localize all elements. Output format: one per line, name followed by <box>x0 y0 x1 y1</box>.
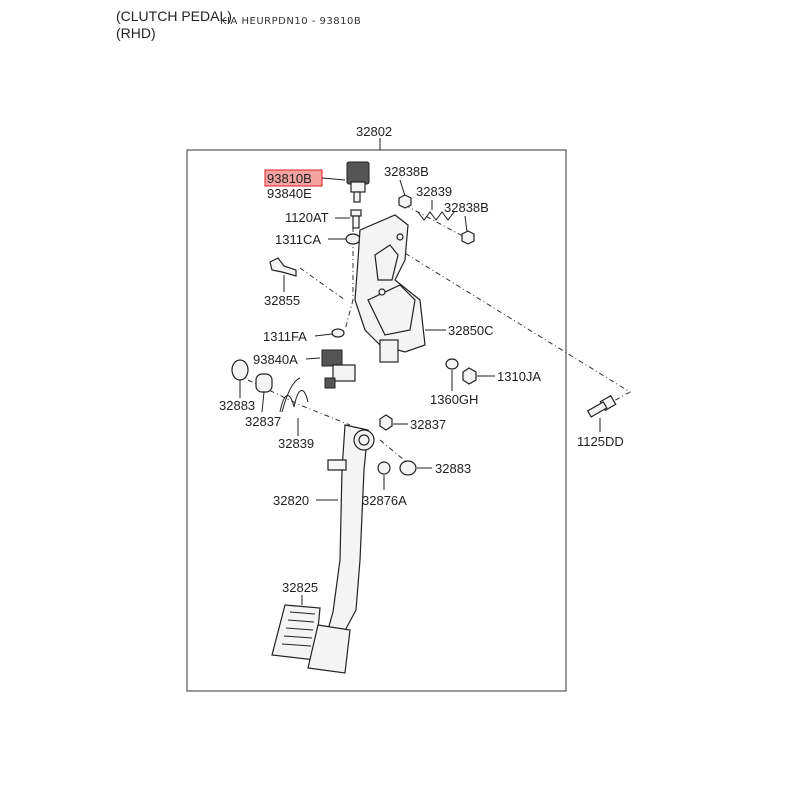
label-93840E: 93840E <box>267 186 312 201</box>
label-32883-left: 32883 <box>219 398 255 413</box>
label-32820: 32820 <box>273 493 309 508</box>
label-1120AT: 1120AT <box>285 210 329 225</box>
switch-93840A <box>321 349 356 389</box>
leader-32855-axis <box>299 267 346 301</box>
spring-32839-top <box>417 211 455 221</box>
label-1310JA: 1310JA <box>497 369 541 384</box>
clutch-switch-part <box>346 161 370 203</box>
label-93840A: 93840A <box>253 352 298 367</box>
leader-32837-left <box>261 391 265 413</box>
label-32837-left: 32837 <box>245 414 281 429</box>
label-32837-right: 32837 <box>410 417 446 432</box>
leader-1311FA <box>314 333 333 337</box>
assembly-frame <box>186 149 567 692</box>
bushing-32883-left <box>231 359 249 381</box>
label-32883-right: 32883 <box>435 461 471 476</box>
leader-93840A <box>305 357 321 360</box>
label-32838B-b: 32838B <box>444 200 489 215</box>
label-1125DD: 1125DD <box>577 434 624 449</box>
label-32825: 32825 <box>282 580 318 595</box>
bushing-32883-right <box>399 460 417 476</box>
bolt-1125DD <box>586 394 617 418</box>
label-32876A: 32876A <box>362 493 407 508</box>
washer-1360GH <box>445 358 459 370</box>
label-1311FA: 1311FA <box>263 329 307 344</box>
leader-1125DD-axis <box>394 246 631 403</box>
nut-32838B-a <box>398 194 412 209</box>
label-1311CA: 1311CA <box>275 232 321 247</box>
leader-32883-axis <box>379 439 411 466</box>
label-32839-bottom: 32839 <box>278 436 314 451</box>
label-1360GH: 1360GH <box>430 392 478 407</box>
header-subtitle: (RHD) <box>116 25 156 41</box>
label-32855: 32855 <box>264 293 300 308</box>
washer-1311CA <box>345 233 361 245</box>
label-32838B-a: 32838B <box>384 164 429 179</box>
nut-1310JA <box>462 367 477 385</box>
label-32850C: 32850C <box>448 323 494 338</box>
header-title: (CLUTCH PEDAL) <box>116 8 232 24</box>
label-32839-top: 32839 <box>416 184 452 199</box>
leader-spring-axis <box>404 204 471 241</box>
washer-1311FA <box>331 328 345 338</box>
leader-32838B-b <box>464 215 468 233</box>
bolt-1120AT <box>350 209 362 229</box>
pedal-pad-32825 <box>271 604 351 674</box>
leader-93810B <box>321 177 346 181</box>
leader-switch-axis <box>344 215 354 331</box>
pedal-bracket-32850C <box>354 214 426 363</box>
nut-32837-right <box>379 414 393 431</box>
stopper-32876A <box>377 461 391 475</box>
label-32802: 32802 <box>356 124 392 139</box>
source-caption: KIA HEURPDN10 - 93810B <box>220 16 362 27</box>
pin-32855 <box>269 257 297 277</box>
leader-32838B-a <box>399 179 406 197</box>
bushing-32837-left <box>255 373 273 393</box>
pedal-arm-32820 <box>324 424 375 641</box>
spring-32839-bottom <box>279 377 309 413</box>
label-93810B[interactable]: 93810B <box>267 171 312 186</box>
nut-32838B-b <box>461 230 475 245</box>
